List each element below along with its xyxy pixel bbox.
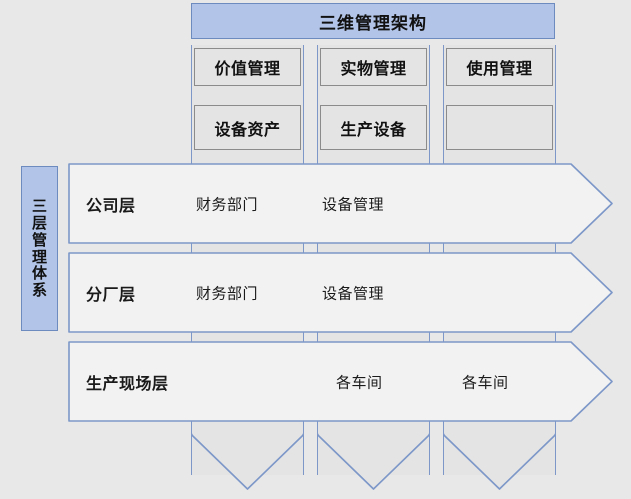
sidebar-three-tier-system: 三层管理体系 [21, 166, 58, 331]
column-arrowhead-value-icon [191, 433, 304, 491]
column-arrowhead-physical-icon [317, 433, 430, 491]
level-arrow-shopfloor[interactable]: 生产现场层 各车间 各车间 [68, 341, 613, 422]
banner-title: 三维管理架构 [319, 13, 427, 34]
level-arrow-branch[interactable]: 分厂层 财务部门 设备管理 [68, 252, 613, 333]
level-company-label: 公司层 [86, 195, 136, 215]
column-arrowhead-usage-icon [443, 433, 556, 491]
dimension-header-usage-label: 使用管理 [466, 59, 533, 78]
dimension-subheader-usage[interactable] [446, 105, 553, 150]
level-branch-cell-value: 财务部门 [196, 284, 259, 302]
level-company-cell-value: 财务部门 [196, 195, 259, 213]
dimension-subheader-physical-label: 生产设备 [340, 119, 407, 139]
level-shopfloor-label: 生产现场层 [86, 373, 169, 393]
dimension-header-value[interactable]: 价值管理 [194, 48, 301, 86]
dimension-header-physical[interactable]: 实物管理 [320, 48, 427, 86]
sidebar-title: 三层管理体系 [31, 197, 47, 300]
level-branch-label: 分厂层 [86, 284, 136, 304]
dimension-header-physical-label: 实物管理 [340, 59, 407, 78]
dimension-subheader-value-label: 设备资产 [214, 119, 281, 139]
banner-three-dimensional-framework: 三维管理架构 [191, 3, 555, 39]
level-branch-cell-physical: 设备管理 [322, 284, 385, 302]
dimension-subheader-value[interactable]: 设备资产 [194, 105, 301, 150]
dimension-header-usage[interactable]: 使用管理 [446, 48, 553, 86]
level-shopfloor-cell-usage: 各车间 [462, 373, 509, 391]
level-arrow-company[interactable]: 公司层 财务部门 设备管理 [68, 163, 613, 244]
dimension-subheader-physical[interactable]: 生产设备 [320, 105, 427, 150]
level-shopfloor-cell-physical: 各车间 [336, 373, 383, 391]
level-company-cell-physical: 设备管理 [322, 195, 385, 213]
dimension-header-value-label: 价值管理 [214, 59, 281, 78]
